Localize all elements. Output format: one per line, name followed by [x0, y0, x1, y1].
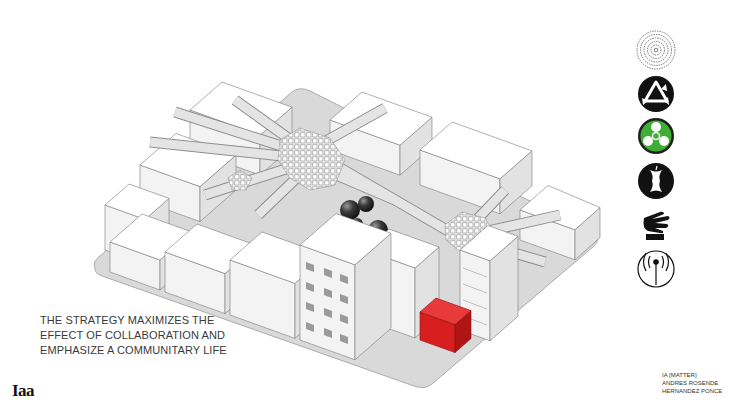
site-platform	[94, 89, 597, 388]
project-title: IA [MATTER]	[662, 372, 724, 379]
author-name: ANDRES ROSENDE	[662, 380, 724, 387]
fingerprint-icon	[637, 31, 675, 69]
back-buildings	[105, 82, 600, 264]
hand-icon	[644, 212, 670, 240]
recycle-icon	[638, 76, 674, 112]
antenna-icon	[638, 251, 674, 287]
logo-text: Iaa	[12, 381, 34, 401]
biocycle-icon	[638, 118, 674, 154]
author-name: HERNANDEZ PONCE	[662, 388, 724, 395]
caption-text: THE STRATEGY MAXIMIZES THE EFFECT OF COL…	[40, 313, 258, 358]
apple-core-icon	[638, 163, 674, 199]
